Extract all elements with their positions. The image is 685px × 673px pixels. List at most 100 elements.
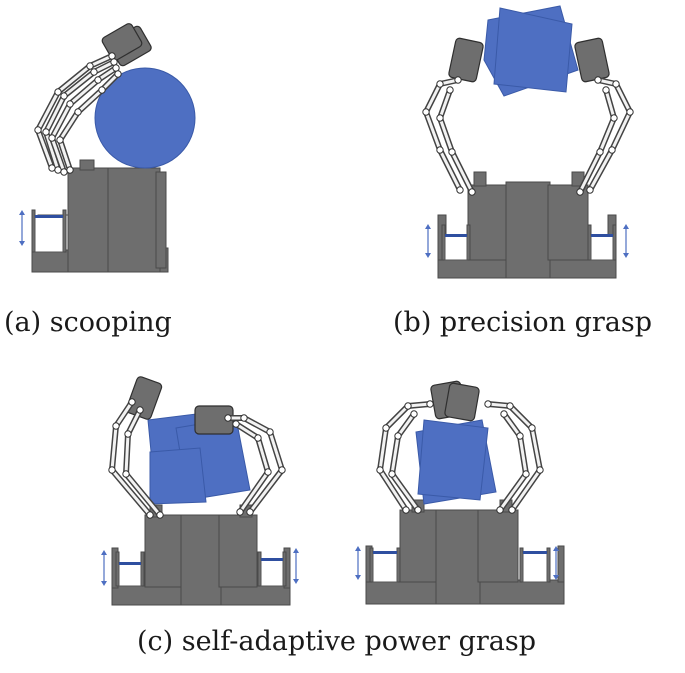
- joint: [136, 406, 144, 414]
- body-side-plate: [155, 171, 167, 269]
- joint: [506, 402, 514, 410]
- caption-b: (b) precision grasp: [393, 307, 653, 338]
- joint: [496, 506, 504, 514]
- joint: [394, 432, 402, 440]
- finger-b-link-core: [450, 150, 474, 194]
- joint: [426, 400, 434, 408]
- fingertip-pad: [101, 23, 143, 61]
- finger-a-link-core: [58, 110, 80, 142]
- finger-b-link-core: [588, 148, 614, 192]
- finger-c2-link-core: [530, 426, 542, 472]
- finger-a-link-core: [50, 102, 72, 140]
- finger-c1-link-core: [242, 416, 272, 434]
- joint: [594, 76, 602, 84]
- body-block-right: [218, 514, 258, 588]
- joint: [454, 76, 462, 84]
- joint: [610, 114, 618, 122]
- finger-b-link-core: [424, 110, 442, 152]
- finger-b-link-core: [614, 82, 632, 114]
- cylinder-chamber: [522, 552, 548, 583]
- finger-a-link-core: [58, 138, 72, 172]
- joint: [596, 148, 604, 156]
- finger-c2-link-core: [396, 412, 416, 438]
- joint: [586, 186, 594, 194]
- cylinder-chamber: [372, 552, 398, 583]
- finger-b-link-core: [424, 82, 442, 114]
- motion-arrow-head-up: [355, 546, 361, 551]
- joint: [508, 506, 516, 514]
- joint: [124, 430, 132, 438]
- fingertip: [125, 376, 163, 420]
- joint: [90, 68, 98, 76]
- joint: [500, 410, 508, 418]
- finger-a-link-core: [44, 130, 60, 172]
- caption-c: (c) self-adaptive power grasp: [137, 626, 537, 657]
- motion-arrow-head-down: [425, 253, 431, 258]
- joint: [436, 146, 444, 154]
- object-block-3: [149, 447, 207, 505]
- joint: [112, 422, 120, 430]
- joint: [122, 470, 130, 478]
- finger-c1-link-core: [256, 436, 270, 474]
- joint: [94, 76, 102, 84]
- joint: [48, 164, 56, 172]
- object-block-2: [493, 7, 573, 93]
- joint: [612, 80, 620, 88]
- body-block-left: [399, 509, 439, 583]
- joint: [54, 166, 62, 174]
- joint: [264, 468, 272, 476]
- finger-a-link-core: [36, 128, 54, 170]
- joint: [246, 508, 254, 516]
- body-tab-left: [473, 171, 487, 187]
- caption-a: (a) scooping: [4, 307, 172, 338]
- joint: [388, 470, 396, 478]
- side-post-right: [557, 545, 565, 583]
- finger-c2-link-core: [390, 472, 420, 512]
- finger-a-link-core: [68, 78, 100, 106]
- finger-c1-link-core: [126, 408, 142, 436]
- joint: [414, 506, 422, 514]
- finger-c1-link-core: [110, 424, 118, 472]
- motion-arrow-head-up: [553, 546, 559, 551]
- finger-c2-link-core: [518, 434, 528, 476]
- fingertip-pad: [125, 376, 163, 420]
- joint: [60, 168, 68, 176]
- joint: [112, 64, 120, 72]
- joint: [240, 414, 248, 422]
- joint: [402, 506, 410, 514]
- cylinder-chamber: [34, 216, 64, 253]
- finger-c2-link-core: [378, 426, 388, 472]
- finger-c2-link-core: [390, 434, 400, 476]
- finger-c2-link-core: [508, 404, 534, 430]
- cylinder-chamber: [444, 235, 468, 261]
- panel-b-precision-grasp: [422, 5, 634, 279]
- finger-a-link-core: [56, 64, 92, 94]
- motion-arrow-head-up: [293, 548, 299, 553]
- joint: [446, 86, 454, 94]
- joint: [66, 166, 74, 174]
- finger-c1-link-core: [238, 470, 270, 514]
- joint: [60, 92, 68, 100]
- piston: [591, 234, 613, 237]
- motion-arrow-head-down: [293, 579, 299, 584]
- joint: [528, 424, 536, 432]
- joint: [448, 148, 456, 156]
- panel-a-scooping: [19, 23, 196, 273]
- finger-c2-link-core: [498, 472, 528, 512]
- joint: [156, 511, 164, 519]
- fingertip: [448, 37, 484, 83]
- finger-a-link-core: [88, 54, 114, 68]
- motion-arrow-head-up: [425, 224, 431, 229]
- body-block-left: [67, 167, 111, 273]
- motion-arrow-head-up: [623, 224, 629, 229]
- finger-a-link-core: [44, 94, 66, 134]
- joint: [108, 466, 116, 474]
- finger-c2-link-core: [502, 412, 522, 438]
- joint: [66, 100, 74, 108]
- joint: [436, 114, 444, 122]
- body-tab: [79, 159, 95, 171]
- finger-c1-link-core: [114, 400, 134, 428]
- fingertip-pad: [444, 382, 480, 422]
- piston: [261, 558, 283, 561]
